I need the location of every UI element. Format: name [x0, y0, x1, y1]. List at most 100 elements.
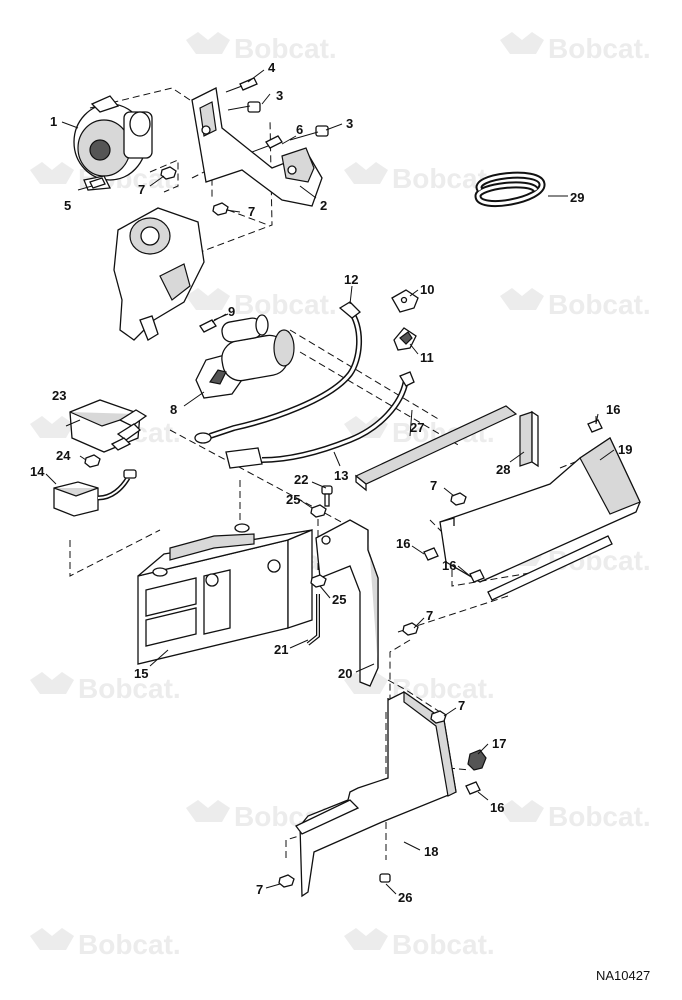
part-seal-strip[interactable]: [519, 410, 539, 468]
watermark: Bobcat.: [30, 672, 181, 704]
part-bolt[interactable]: [379, 873, 391, 883]
part-bolt[interactable]: [289, 125, 329, 141]
callout-6: 6: [296, 122, 303, 137]
part-bolt[interactable]: [469, 569, 485, 583]
part-bolt[interactable]: [423, 547, 439, 561]
callout-16: 16: [396, 536, 410, 551]
callout-7: 7: [248, 204, 255, 219]
part-alternator[interactable]: [73, 95, 153, 191]
part-engine-pump: [113, 207, 205, 341]
part-nut[interactable]: [310, 504, 327, 518]
part-bolt[interactable]: [227, 101, 261, 113]
part-nut[interactable]: [430, 710, 447, 724]
callout-2: 2: [320, 198, 327, 213]
callout-3: 3: [276, 88, 283, 103]
part-nut[interactable]: [402, 622, 419, 636]
callout-7: 7: [256, 882, 263, 897]
bobcat-logo-icon: [500, 32, 544, 54]
bobcat-logo-icon: [344, 928, 388, 950]
callout-14: 14: [30, 464, 45, 479]
callout-16: 16: [606, 402, 620, 417]
bobcat-logo-icon: [30, 162, 74, 184]
callout-16: 16: [442, 558, 456, 573]
watermark: Bobcat.: [500, 32, 651, 64]
part-j-bolt[interactable]: [306, 594, 320, 646]
callout-21: 21: [274, 642, 288, 657]
part-battery[interactable]: [137, 523, 313, 665]
callout-18: 18: [424, 844, 438, 859]
part-nut[interactable]: [84, 454, 101, 468]
part-battery-bracket[interactable]: [315, 519, 379, 687]
callout-23: 23: [52, 388, 66, 403]
bobcat-logo-icon: [344, 162, 388, 184]
part-hose[interactable]: [474, 171, 568, 207]
part-cable[interactable]: [194, 301, 363, 444]
callout-29: 29: [570, 190, 584, 205]
part-bolt[interactable]: [77, 177, 106, 191]
part-nut[interactable]: [310, 574, 327, 588]
part-clip[interactable]: [391, 289, 419, 313]
part-nut[interactable]: [160, 166, 177, 180]
callout-20: 20: [338, 666, 352, 681]
part-starter-motor[interactable]: [195, 314, 295, 399]
callout-15: 15: [134, 666, 148, 681]
watermark: Bobcat.: [500, 288, 651, 320]
bobcat-logo-icon: [186, 288, 230, 310]
bobcat-logo-icon: [30, 672, 74, 694]
watermark-text: Bobcat.: [548, 33, 651, 64]
part-mounting-bracket[interactable]: [191, 87, 323, 207]
part-nut[interactable]: [278, 874, 295, 888]
part-bolt[interactable]: [225, 77, 258, 93]
part-clip[interactable]: [467, 749, 487, 771]
watermark-text: Bobcat.: [234, 289, 337, 320]
watermark: Bobcat.: [344, 162, 495, 194]
watermark-text: Bobcat.: [548, 801, 651, 832]
callout-13: 13: [334, 468, 348, 483]
watermark-text: Bobcat.: [392, 929, 495, 960]
callout-9: 9: [228, 304, 235, 319]
bobcat-logo-icon: [500, 288, 544, 310]
part-bolt[interactable]: [465, 781, 481, 795]
callout-5: 5: [64, 198, 71, 213]
bobcat-logo-icon: [186, 800, 230, 822]
watermark: Bobcat.: [30, 928, 181, 960]
part-relay-box[interactable]: [69, 399, 148, 453]
watermark-text: Bobcat.: [234, 33, 337, 64]
part-bolt[interactable]: [321, 485, 333, 507]
callout-labels: 1 2 3 3 4 5 6 7 7 7 7 7 7 8 9 10 11 12 1…: [30, 60, 632, 905]
watermark: Bobcat.: [186, 288, 337, 320]
part-seal-strip[interactable]: [354, 405, 518, 492]
part-nut[interactable]: [450, 492, 467, 506]
leader-lines: [45, 69, 615, 895]
part-bolt[interactable]: [251, 135, 283, 153]
watermark-text: Bobcat.: [548, 289, 651, 320]
callout-16: 16: [490, 800, 504, 815]
callout-8: 8: [170, 402, 177, 417]
watermark: Bobcat.: [186, 32, 337, 64]
bobcat-logo-icon: [30, 928, 74, 950]
callout-3: 3: [346, 116, 353, 131]
watermark: Bobcat.: [500, 800, 651, 832]
part-battery-cover[interactable]: [439, 437, 641, 601]
callout-24: 24: [56, 448, 71, 463]
watermark-text: Bobcat.: [78, 929, 181, 960]
watermark: Bobcat.: [344, 928, 495, 960]
part-bolt[interactable]: [587, 416, 603, 433]
callout-1: 1: [50, 114, 57, 129]
callout-4: 4: [268, 60, 276, 75]
part-lower-panel[interactable]: [295, 690, 457, 898]
callout-7: 7: [426, 608, 433, 623]
callout-10: 10: [420, 282, 434, 297]
callout-17: 17: [492, 736, 506, 751]
part-cable[interactable]: [225, 371, 415, 469]
bobcat-logo-icon: [30, 416, 74, 438]
callout-25: 25: [286, 492, 300, 507]
part-nut[interactable]: [212, 202, 229, 216]
callout-27: 27: [410, 420, 424, 435]
callout-28: 28: [496, 462, 510, 477]
part-connector[interactable]: [53, 469, 137, 517]
bobcat-logo-icon: [500, 800, 544, 822]
callout-7: 7: [458, 698, 465, 713]
callout-26: 26: [398, 890, 412, 905]
